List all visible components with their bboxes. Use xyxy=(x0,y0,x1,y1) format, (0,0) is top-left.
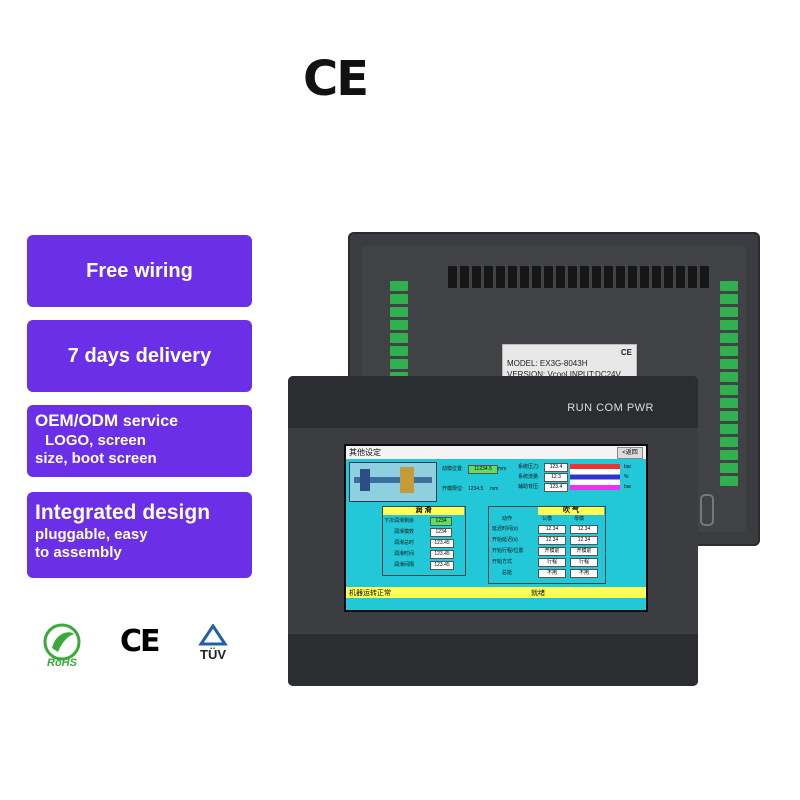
version-key: VERSION: xyxy=(507,370,546,379)
blow-row-label: 总能 xyxy=(502,570,513,576)
lube-heading: 润 滑 xyxy=(383,507,464,515)
blow-col-header: 母模 xyxy=(574,516,585,522)
position-value: 11234.5 xyxy=(468,465,498,474)
lube-row-label: 润滑间隔 xyxy=(394,562,415,568)
sys-unit: % xyxy=(624,474,629,480)
blow-value: 开模前 xyxy=(538,547,566,556)
badge-line: pluggable, easy xyxy=(35,526,148,543)
badge-integrated-design: Integrated design pluggable, easy to ass… xyxy=(27,492,252,578)
rohs-logo: RoHS xyxy=(38,622,84,669)
right-terminal-block xyxy=(720,281,738,486)
blow-panel xyxy=(488,506,606,584)
blow-row-label: 动作 xyxy=(502,516,513,522)
back-button[interactable]: <返回 xyxy=(617,447,643,459)
blow-value: 不用 xyxy=(570,569,598,578)
label-ce-mark: CE xyxy=(620,348,632,357)
badge-title-main: OEM/ODM xyxy=(35,411,119,430)
blow-heading: 吹 气 xyxy=(538,507,604,515)
tuv-logo: TÜV xyxy=(193,623,233,662)
sys-value: 12.3 xyxy=(544,473,568,482)
front-top-bezel xyxy=(288,376,698,428)
badge-line: to assembly xyxy=(35,544,122,561)
usb-port xyxy=(700,494,714,526)
sys-unit: bar xyxy=(624,484,632,490)
badge-title: OEM/ODM service xyxy=(35,411,244,432)
badge-title: Integrated design xyxy=(35,501,211,524)
status-left: 机器运转正常 xyxy=(349,590,391,597)
badge-label: 7 days delivery xyxy=(67,344,212,367)
blow-row-label: 开始行程/位置 xyxy=(492,548,524,554)
position-unit: mm xyxy=(498,466,507,472)
sys-label: 系统流量: xyxy=(518,474,540,480)
rohs-text: RoHS xyxy=(47,657,78,668)
ce-logo: CE xyxy=(303,51,369,107)
pressure-bars xyxy=(570,464,620,490)
badge-line: size, boot screen xyxy=(35,450,157,467)
status-bar: 机器运转正常 就绪 xyxy=(346,587,646,598)
top-terminal-block xyxy=(448,266,709,288)
screen-title: 其他设定 xyxy=(346,446,646,459)
blow-value: 12.34 xyxy=(570,536,598,545)
open-limit-value: 1234.5 xyxy=(468,486,484,492)
position-label: 动模位置: xyxy=(442,466,464,472)
blow-value: 12.34 xyxy=(538,536,566,545)
input-spec: INPUT:DC24V xyxy=(569,370,621,379)
lube-row-label: 润滑模数 xyxy=(394,529,415,535)
blow-row-label: 延迟时间(s) xyxy=(492,526,518,532)
blow-value: 开模前 xyxy=(570,547,598,556)
blow-value: 不用 xyxy=(538,569,566,578)
badge-title-sub: service xyxy=(122,413,179,430)
lube-row-label: 润滑总时 xyxy=(394,540,415,546)
front-bottom-bezel xyxy=(288,634,698,686)
lube-row-value: 1234 xyxy=(430,517,452,526)
label-model: MODEL: EX3G-8043H xyxy=(507,359,588,368)
lube-panel xyxy=(382,506,466,576)
machine-diagram xyxy=(349,462,437,502)
lube-row-label: 润滑时间 xyxy=(394,551,415,557)
hmi-screen: 其他设定 <返回 动模位置: 11234.5 mm 开模限位: 1234.5 m… xyxy=(344,444,648,612)
open-limit-unit: mm xyxy=(490,486,499,492)
sys-unit: bar xyxy=(624,464,632,470)
badge-label: Free wiring xyxy=(86,259,193,282)
sys-label: 系统压力: xyxy=(518,464,540,470)
badge-line: LOGO, screen xyxy=(45,432,146,449)
blow-value: 12.34 xyxy=(570,525,598,534)
blow-row-label: 开始方式 xyxy=(492,559,513,565)
hmi-front-unit: RUN COM PWR 其他设定 <返回 动模位置: 11234.5 mm 开模… xyxy=(288,376,698,686)
blow-value: 行程 xyxy=(538,558,566,567)
blow-row-label: 开始延迟(s) xyxy=(492,537,518,543)
ce-mark-small: CE xyxy=(120,624,160,659)
screen-content: 其他设定 <返回 动模位置: 11234.5 mm 开模限位: 1234.5 m… xyxy=(346,446,646,610)
badge-oem-odm: OEM/ODM service LOGO, screen size, boot … xyxy=(27,405,252,477)
lube-row-label: 下次润滑剩余 xyxy=(384,518,415,524)
badge-delivery: 7 days delivery xyxy=(27,320,252,392)
open-limit-label: 开模限位: xyxy=(442,486,464,492)
blow-col-header: 公模 xyxy=(542,516,553,522)
sys-value: 123.4 xyxy=(544,463,568,472)
badge-free-wiring: Free wiring xyxy=(27,235,252,307)
lube-row-value: 123.45 xyxy=(430,539,454,548)
lube-row-value: 123.45 xyxy=(430,550,454,559)
version-value: Vcool xyxy=(547,370,568,379)
tuv-text: TÜV xyxy=(200,647,226,662)
blow-value: 行程 xyxy=(570,558,598,567)
sys-value: 123.4 xyxy=(544,483,568,492)
status-leds-label: RUN COM PWR xyxy=(567,402,654,414)
blow-value: 12.34 xyxy=(538,525,566,534)
lube-row-value: 1234 xyxy=(430,528,452,537)
label-version: VERSION: Vcool INPUT:DC24V xyxy=(507,369,632,380)
lube-row-value: 123.45 xyxy=(430,561,454,570)
status-right: 就绪 xyxy=(531,590,545,597)
sys-label: 辅助背压: xyxy=(518,484,540,490)
